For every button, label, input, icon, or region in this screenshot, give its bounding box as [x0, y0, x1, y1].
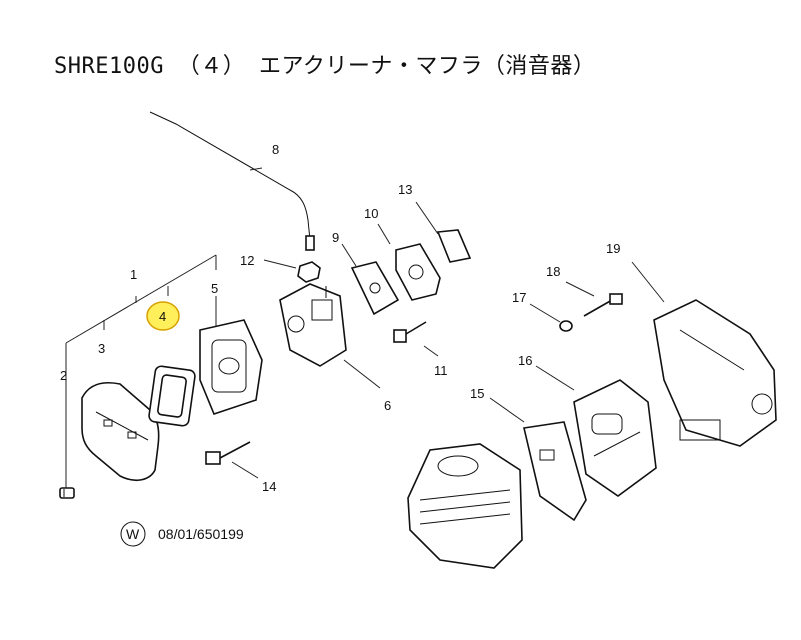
part-muffler-16[interactable]	[573, 379, 657, 497]
part-washer-17[interactable]	[559, 320, 573, 332]
part-screw-11[interactable]	[393, 321, 427, 343]
part-bolt-14[interactable]	[205, 441, 251, 465]
part-nut-12[interactable]	[297, 261, 321, 283]
callout-5[interactable]: 5	[211, 281, 218, 296]
part-gasket-13[interactable]	[436, 229, 472, 263]
callout-9[interactable]: 9	[332, 230, 339, 245]
callout-11[interactable]: 11	[434, 363, 448, 378]
part-throttle-cable-8[interactable]	[149, 111, 315, 251]
callout-15[interactable]: 15	[470, 386, 484, 401]
part-air-cleaner-cover-3[interactable]	[81, 382, 160, 482]
callout-1[interactable]: 1	[130, 267, 137, 282]
cylinder-block	[407, 443, 523, 569]
part-screw-2[interactable]	[59, 487, 75, 499]
callout-3[interactable]: 3	[98, 341, 105, 356]
callout-16[interactable]: 16	[518, 353, 532, 368]
part-muffler-cover-19[interactable]	[653, 299, 777, 447]
callout-17[interactable]: 17	[512, 290, 526, 305]
part-air-filter-4[interactable]	[148, 365, 196, 427]
page-title: SHRE100G （４） エアクリーナ・マフラ（消音器）	[54, 54, 596, 79]
callout-8[interactable]: 8	[272, 142, 279, 157]
callout-10[interactable]: 10	[364, 206, 378, 221]
callout-14[interactable]: 14	[262, 479, 276, 494]
callout-18[interactable]: 18	[546, 264, 560, 279]
part-bolt-18[interactable]	[583, 293, 623, 317]
leader-lines	[215, 167, 665, 479]
footer-code: W 08/01/650199	[120, 521, 244, 547]
highlight-marker	[146, 301, 180, 331]
footer-code-text: 08/01/650199	[158, 526, 244, 542]
callout-13[interactable]: 13	[398, 182, 412, 197]
part-carburetor-6[interactable]	[279, 283, 347, 367]
callout-2[interactable]: 2	[60, 368, 67, 383]
part-gasket-15[interactable]	[523, 421, 587, 522]
callout-4[interactable]: 4	[159, 309, 166, 324]
part-air-cleaner-case-5[interactable]	[199, 319, 263, 415]
assembly-bracket	[65, 254, 217, 488]
footer-badge: W	[126, 526, 140, 542]
callout-6[interactable]: 6	[384, 398, 391, 413]
part-gasket-9[interactable]	[350, 261, 400, 316]
callout-19[interactable]: 19	[606, 241, 620, 256]
callout-12[interactable]: 12	[240, 253, 254, 268]
part-insulator-10[interactable]	[395, 243, 441, 301]
